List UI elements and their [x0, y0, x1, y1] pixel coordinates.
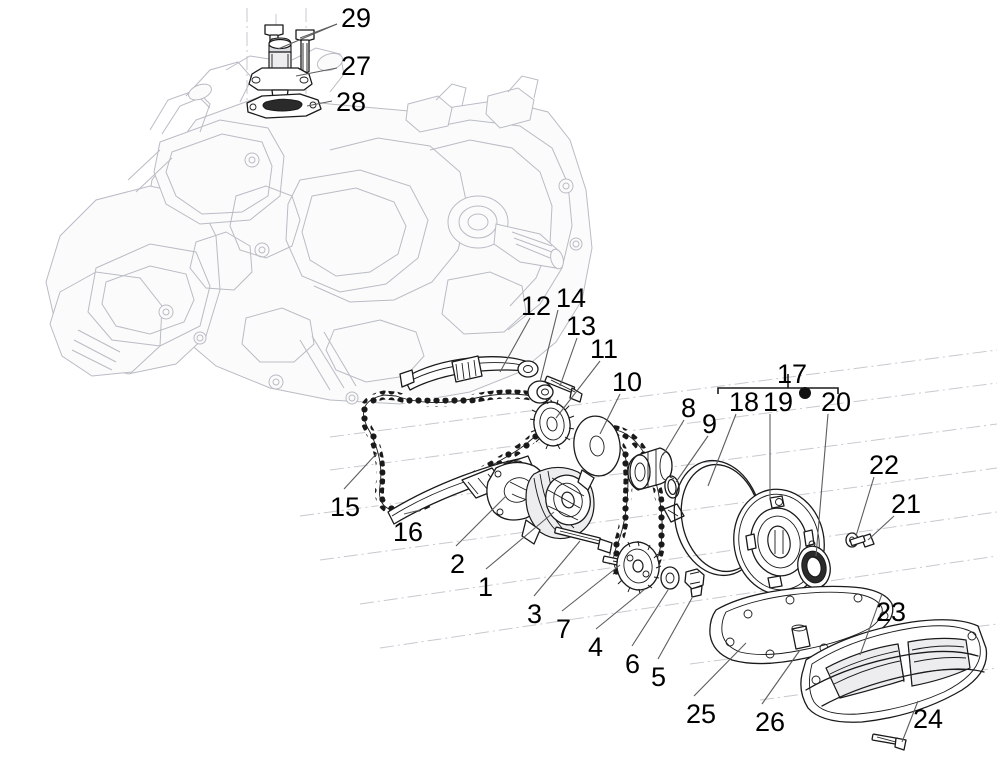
callout-25: 25 — [686, 699, 717, 729]
engine-block-ghost — [45, 47, 593, 405]
callout-20: 20 — [821, 387, 852, 417]
pulley — [627, 447, 673, 491]
callout-26: 26 — [755, 707, 786, 737]
callout-23: 23 — [876, 597, 907, 627]
chain-tensioner-slider — [399, 355, 539, 391]
sump-screw — [871, 733, 907, 751]
callout-12: 12 — [521, 291, 552, 321]
callout-17: 17 — [777, 359, 808, 389]
dowel-pin — [791, 624, 811, 650]
drive-sprocket — [529, 398, 575, 450]
group-marker-dot — [799, 387, 811, 399]
sprocket-washer — [660, 566, 680, 590]
callout-3: 3 — [527, 599, 543, 629]
oil-seal — [797, 545, 831, 589]
callout-21: 21 — [891, 489, 922, 519]
callout-27: 27 — [341, 51, 372, 81]
callout-14: 14 — [556, 283, 587, 313]
sprocket-nut — [684, 568, 705, 598]
callout-5: 5 — [651, 662, 667, 692]
callout-1: 1 — [478, 572, 494, 602]
oil-pressure-sensor-assembly — [246, 24, 322, 119]
callout-24: 24 — [913, 704, 944, 734]
group-bracket-17 — [717, 374, 839, 394]
callout-6: 6 — [625, 649, 641, 679]
driven-sprocket — [612, 540, 662, 595]
callout-4: 4 — [588, 632, 604, 662]
callout-18: 18 — [729, 387, 760, 417]
callout-15: 15 — [330, 492, 361, 522]
callout-22: 22 — [869, 450, 900, 480]
sensor-gasket — [246, 93, 322, 119]
pump-screw-long — [554, 526, 613, 554]
callout-10: 10 — [612, 367, 643, 397]
callout-13: 13 — [566, 311, 597, 341]
callout-29: 29 — [341, 3, 372, 33]
shim-disc — [573, 415, 621, 477]
callout-8: 8 — [681, 393, 697, 423]
leader-lines — [277, 23, 919, 743]
callout-19: 19 — [763, 387, 794, 417]
callout-9: 9 — [702, 409, 718, 439]
callout-28: 28 — [336, 87, 367, 117]
callout-2: 2 — [450, 549, 466, 579]
callout-11: 11 — [590, 334, 619, 364]
oil-strainer-sump — [800, 619, 988, 723]
callout-16: 16 — [393, 517, 424, 547]
tensioner-bushing — [527, 380, 554, 404]
tensioner-screw — [544, 375, 583, 403]
callout-7: 7 — [556, 614, 572, 644]
